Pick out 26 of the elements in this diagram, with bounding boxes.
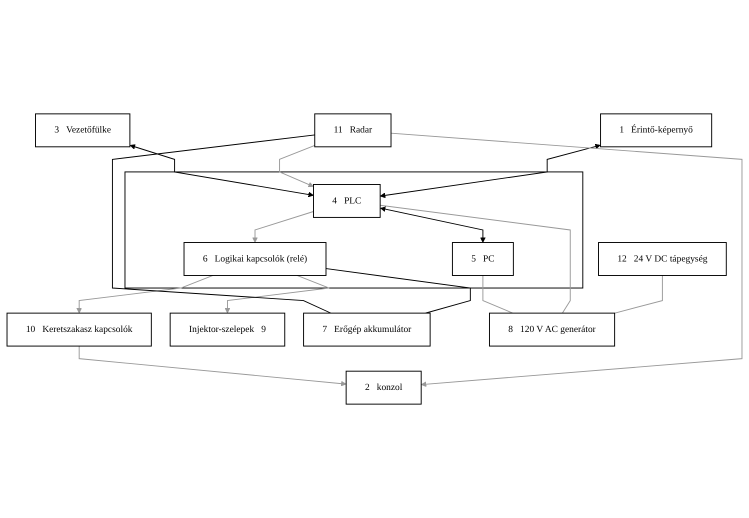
connector <box>326 268 471 314</box>
connector <box>380 204 571 314</box>
connector <box>482 275 514 314</box>
node-box: 3 Vezetőfülke <box>35 113 130 148</box>
arrow <box>76 275 214 314</box>
node-box: Injektor-szelepek 9 <box>170 312 286 347</box>
arrow <box>279 144 316 188</box>
arrow <box>390 132 742 387</box>
arrow <box>78 346 346 386</box>
node-box: 12 24 V DC tápegység <box>598 242 727 276</box>
arrow <box>130 144 314 198</box>
node-box: 7 Erőgép akkumulátor <box>303 312 431 347</box>
node-box: 6 Logikai kapcsolók (relé) <box>184 242 326 276</box>
node-box: 1 Érintő-képernyő <box>600 113 712 148</box>
node-box: 8 120 V AC generátor <box>488 312 616 347</box>
connector <box>614 275 663 314</box>
node-box: 4 PLC <box>313 184 381 218</box>
arrow <box>380 144 601 198</box>
node-box: 11 Radar <box>314 113 392 148</box>
node-box: 10 Keretszakasz kapcsolók <box>6 312 152 347</box>
arrow <box>252 211 314 243</box>
cluster <box>124 171 584 288</box>
node-box: 5 PC <box>452 242 514 276</box>
connector <box>112 134 332 314</box>
arrow <box>380 206 486 243</box>
node-box: 2 konzol <box>346 370 422 405</box>
